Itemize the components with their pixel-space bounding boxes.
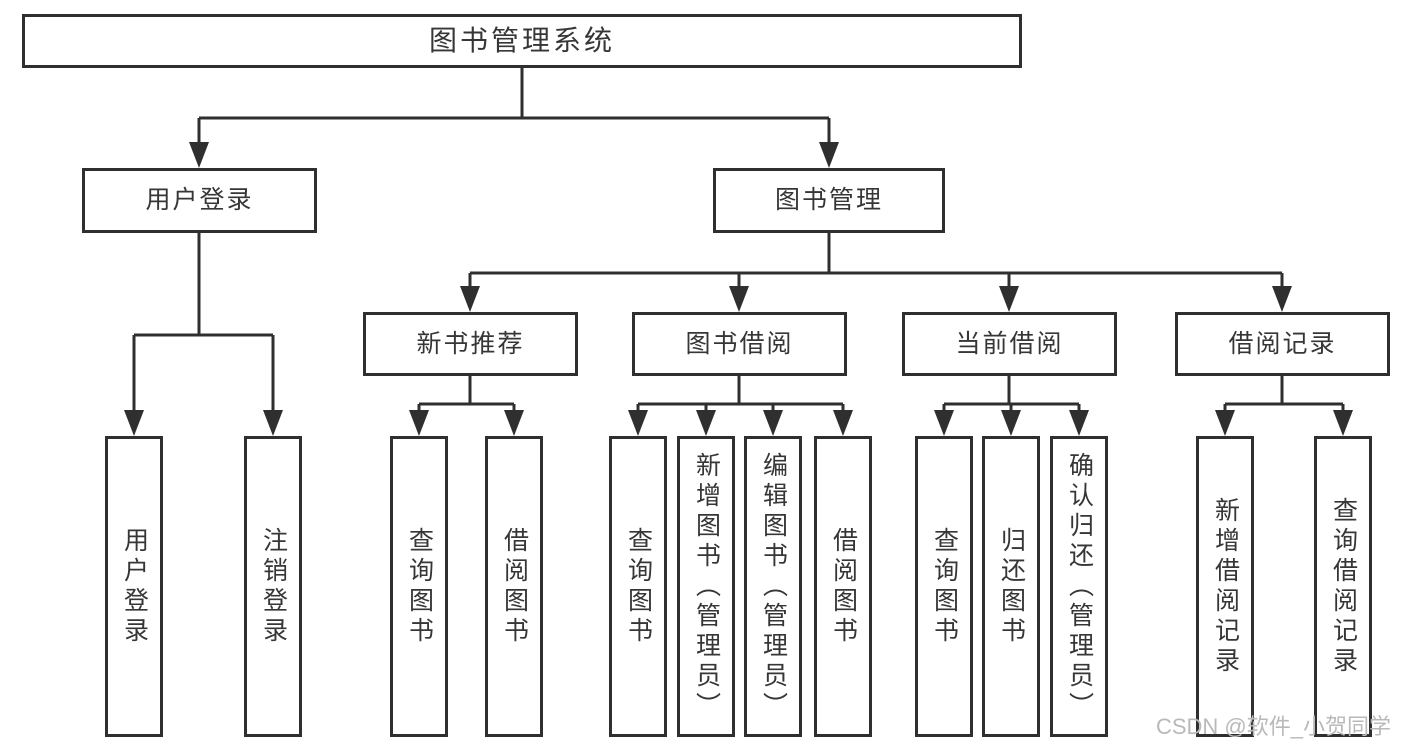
arrow-icon — [628, 410, 648, 436]
arrow-icon — [460, 286, 480, 312]
node-label: 查询图书 — [405, 526, 434, 647]
arrow-icon — [1001, 410, 1021, 436]
node-label: 查询借阅记录 — [1329, 496, 1358, 677]
leaf-records-query-borrow-record: 查询借阅记录 — [1314, 436, 1372, 737]
node-label: 图书管理 — [774, 186, 883, 214]
leaf-current-confirm-return-admin: 确认归还（管理员） — [1050, 436, 1108, 737]
arrow-icon — [934, 410, 954, 436]
arrow-icon — [729, 286, 749, 312]
node-label: 查询图书 — [624, 526, 653, 647]
leaf-recommend-borrow-books: 借阅图书 — [485, 436, 543, 737]
arrow-icon — [263, 410, 283, 436]
connector-recommend-to-leaves — [417, 376, 516, 412]
arrow-icon — [999, 286, 1019, 312]
csdn-watermark: CSDN @软件_小贺同学 — [1155, 714, 1391, 739]
node-label: 借阅图书 — [500, 526, 529, 647]
arrow-icon — [504, 410, 524, 436]
connector-borrow-to-leaves — [636, 376, 845, 412]
arrow-icon — [124, 410, 144, 436]
leaf-user-login: 用户登录 — [105, 436, 163, 737]
leaf-logout-login: 注销登录 — [244, 436, 302, 737]
node-label: 图书借阅 — [685, 329, 794, 358]
connector-management-to-level3 — [468, 233, 1284, 288]
arrow-icon — [819, 142, 839, 168]
node-book-borrow: 图书借阅 — [632, 312, 847, 376]
node-label: 编辑图书（管理员） — [759, 451, 788, 722]
arrow-icon — [763, 410, 783, 436]
leaf-records-add-borrow-record: 新增借阅记录 — [1196, 436, 1254, 737]
node-label: 用户登录 — [120, 526, 149, 647]
leaf-borrow-query-books: 查询图书 — [609, 436, 667, 737]
connector-root-to-level2 — [197, 68, 831, 144]
leaf-current-return-books: 归还图书 — [982, 436, 1040, 737]
node-label: 查询图书 — [930, 526, 959, 647]
connector-login-to-leaves — [132, 233, 275, 412]
node-user-login: 用户登录 — [82, 168, 317, 233]
arrow-icon — [1272, 286, 1292, 312]
node-current-borrow: 当前借阅 — [902, 312, 1117, 376]
leaf-borrow-edit-books-admin: 编辑图书（管理员） — [744, 436, 802, 737]
node-label: 图书管理系统 — [428, 25, 615, 56]
arrow-icon — [1215, 410, 1235, 436]
node-label: 注销登录 — [259, 526, 288, 647]
node-label: 新增借阅记录 — [1211, 496, 1240, 677]
node-book-management: 图书管理 — [713, 168, 945, 233]
arrow-icon — [1069, 410, 1089, 436]
node-label: 新书推荐 — [416, 329, 525, 358]
node-new-book-recommend: 新书推荐 — [363, 312, 578, 376]
node-label: 借阅记录 — [1228, 329, 1337, 358]
node-label: 新增图书（管理员） — [692, 451, 721, 722]
node-label: 当前借阅 — [955, 329, 1064, 358]
leaf-current-query-books: 查询图书 — [915, 436, 973, 737]
node-borrow-records: 借阅记录 — [1175, 312, 1390, 376]
arrow-icon — [696, 410, 716, 436]
arrow-icon — [833, 410, 853, 436]
arrow-icon — [409, 410, 429, 436]
connector-current-to-leaves — [942, 376, 1081, 412]
node-label: 归还图书 — [997, 526, 1026, 647]
connector-records-to-leaves — [1223, 376, 1345, 412]
node-label: 用户登录 — [145, 186, 254, 214]
arrowheads — [124, 142, 1353, 436]
leaf-borrow-borrow-books: 借阅图书 — [814, 436, 872, 737]
node-label: 确认归还（管理员） — [1065, 451, 1094, 722]
leaf-borrow-add-books-admin: 新增图书（管理员） — [677, 436, 735, 737]
leaf-recommend-query-books: 查询图书 — [390, 436, 448, 737]
node-label: 借阅图书 — [829, 526, 858, 647]
node-root-system: 图书管理系统 — [22, 14, 1022, 68]
arrow-icon — [189, 142, 209, 168]
arrow-icon — [1333, 410, 1353, 436]
